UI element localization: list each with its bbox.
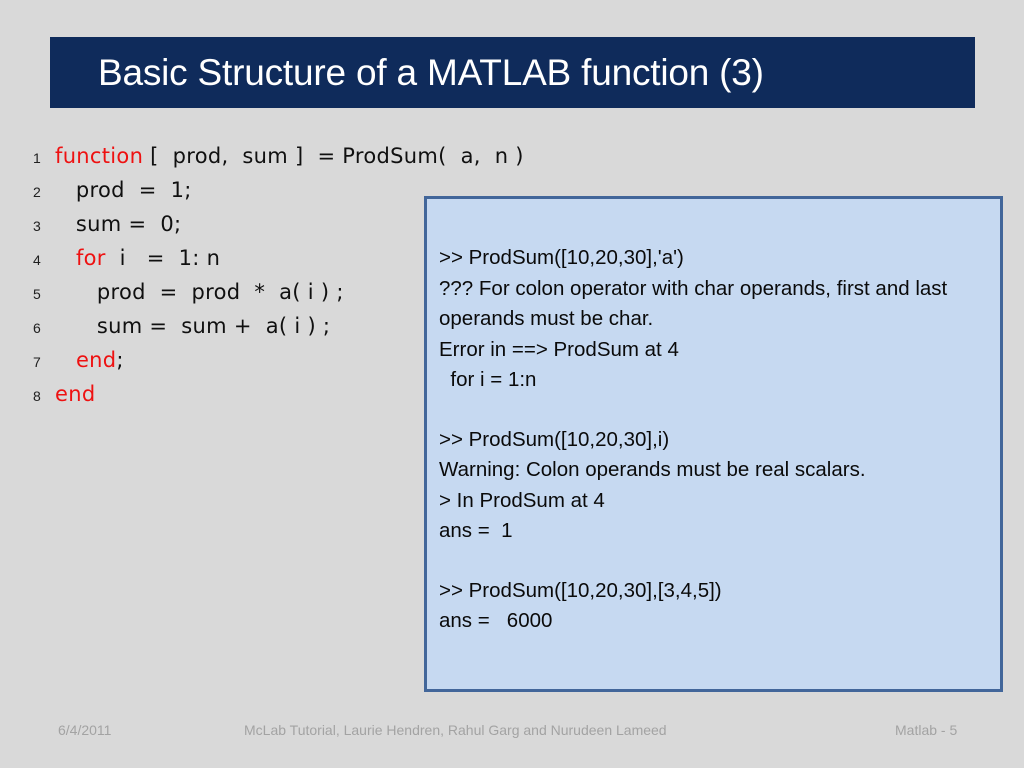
code-plain: prod = prod * a( i ) ;	[55, 280, 344, 304]
code-plain: [ prod, sum ] = ProdSum( a, n )	[143, 144, 524, 168]
code-keyword: for	[75, 246, 106, 270]
code-line-text: prod = prod * a( i ) ;	[55, 280, 344, 304]
code-line: 7 end;	[33, 348, 433, 382]
code-keyword: end	[75, 348, 117, 372]
console-line: > In ProdSum at 4	[439, 488, 605, 512]
code-line-number: 1	[33, 150, 41, 166]
code-plain: i = 1: n	[105, 246, 221, 270]
code-line-text: sum = sum + a( i ) ;	[55, 314, 330, 338]
code-line-number: 3	[33, 218, 41, 234]
code-line: 5 prod = prod * a( i ) ;	[33, 280, 433, 314]
footer-date: 6/4/2011	[58, 722, 112, 738]
code-line: 4 for i = 1: n	[33, 246, 433, 280]
footer-attribution: McLab Tutorial, Laurie Hendren, Rahul Ga…	[244, 722, 667, 738]
console-block: >> ProdSum([10,20,30],i) Warning: Colon o…	[439, 425, 988, 547]
code-line-text: prod = 1;	[55, 178, 192, 202]
code-plain: ;	[116, 348, 124, 372]
footer-page-number: Matlab - 5	[895, 722, 958, 738]
code-plain	[55, 246, 76, 270]
code-line-number: 5	[33, 286, 41, 302]
code-line: 2 prod = 1;	[33, 178, 433, 212]
code-line-text: sum = 0;	[55, 212, 181, 236]
code-line: 3 sum = 0;	[33, 212, 433, 246]
slide-footer: 6/4/2011 McLab Tutorial, Laurie Hendren,…	[0, 722, 1024, 748]
code-line-number: 2	[33, 184, 41, 200]
console-block: >> ProdSum([10,20,30],'a') ??? For colon …	[439, 243, 988, 396]
code-line: 8 end	[33, 382, 433, 416]
code-line-text: end;	[55, 348, 124, 372]
console-line: ans = 1	[439, 519, 513, 542]
code-line-number: 4	[33, 252, 41, 268]
code-line: 1 function [ prod, sum ] = ProdSum( a, n …	[33, 144, 523, 178]
console-line: ??? For colon operator with char operand…	[439, 276, 953, 331]
code-listing: 1 function [ prod, sum ] = ProdSum( a, n …	[33, 144, 523, 416]
code-line-text: end	[55, 382, 95, 406]
slide-title-bar: Basic Structure of a MATLAB function (3)	[50, 37, 975, 108]
code-keyword: end	[55, 382, 96, 406]
console-line: Error in ==> ProdSum at 4	[439, 337, 679, 361]
code-line-number: 6	[33, 320, 41, 336]
console-line: >> ProdSum([10,20,30],i)	[439, 427, 670, 451]
code-plain: sum = 0;	[55, 212, 182, 236]
console-output-box: >> ProdSum([10,20,30],'a') ??? For colon …	[424, 196, 1003, 692]
console-line: >> ProdSum([10,20,30],[3,4,5])	[439, 578, 722, 602]
code-line-text: for i = 1: n	[55, 246, 220, 270]
console-line: for i = 1:n	[439, 368, 537, 391]
console-line: Warning: Colon operands must be real sca…	[439, 458, 866, 481]
code-line-number: 8	[33, 388, 41, 404]
page-title: Basic Structure of a MATLAB function (3)	[98, 52, 764, 93]
console-line: ans = 6000	[439, 609, 553, 632]
code-plain: prod = 1;	[55, 178, 192, 202]
code-line: 6 sum = sum + a( i ) ;	[33, 314, 433, 348]
code-line-text: function [ prod, sum ] = ProdSum( a, n )	[55, 144, 524, 168]
console-block: >> ProdSum([10,20,30],[3,4,5]) ans = 6000	[439, 576, 988, 637]
code-plain	[55, 348, 76, 372]
code-line-number: 7	[33, 354, 41, 370]
console-line: >> ProdSum([10,20,30],'a')	[439, 246, 684, 269]
code-plain: sum = sum + a( i ) ;	[55, 314, 331, 338]
code-keyword: function	[55, 144, 144, 168]
